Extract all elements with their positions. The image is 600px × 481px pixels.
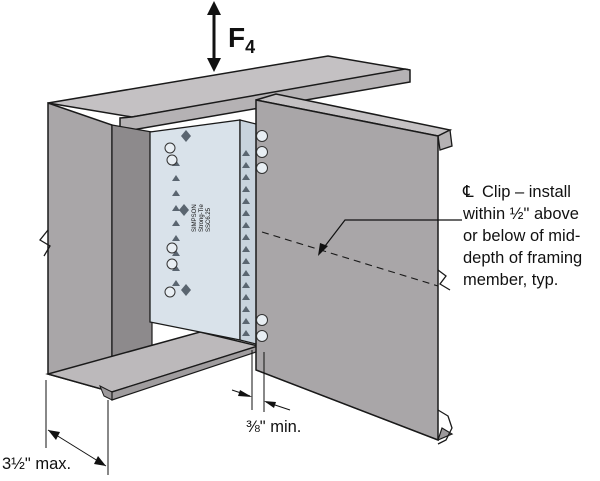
centerline-symbol: ℄: [462, 183, 474, 201]
right-stud: [255, 93, 454, 445]
clip-hole: [242, 210, 250, 216]
clip-stamp-line-1: SIMPSON: [192, 204, 198, 232]
clip-hole: [172, 190, 180, 196]
clip-hole: [242, 306, 250, 312]
clip-stamp: SIMPSON Strong-Tie SSC6.25: [192, 204, 212, 232]
clip-hole: [172, 205, 180, 211]
clip-hole: [172, 280, 180, 286]
clip-screw: [166, 258, 178, 270]
dimension-flange-label: 3½" max.: [2, 455, 71, 473]
callout-text: ℄ Clip – install within ½" above or belo…: [462, 183, 582, 289]
clip-screw: [166, 154, 178, 166]
clip-hole: [172, 265, 180, 271]
callout-leader: [318, 219, 462, 256]
clip-hole: [242, 222, 250, 228]
clip-angle: [149, 119, 273, 349]
force-label: F4: [228, 22, 255, 57]
clip-fastener-holes: [172, 130, 250, 336]
clip-hole: [242, 318, 250, 324]
clip-hole: [242, 330, 250, 336]
clip-hole: [172, 250, 180, 256]
arrow-up-icon: [207, 1, 221, 15]
clip-hole: [242, 282, 250, 288]
clip-screw: [166, 242, 178, 254]
callout-line-3: or below of mid-: [463, 227, 580, 245]
clip-slot: [181, 130, 191, 142]
clip-screw: [256, 314, 268, 326]
clip-hole: [242, 234, 250, 240]
dimension-offset-label: ⅜" min.: [246, 418, 301, 436]
clip-screw: [256, 162, 268, 174]
arrow-down-icon: [207, 58, 221, 72]
clip-screw: [256, 130, 268, 142]
clip-hole: [242, 162, 250, 168]
clip-hole: [172, 175, 180, 181]
clip-screw: [256, 146, 268, 158]
clip-hole: [242, 294, 250, 300]
left-stud: [39, 101, 264, 401]
clip-hole: [242, 198, 250, 204]
clip-hole: [242, 174, 250, 180]
clip-hole: [242, 150, 250, 156]
clip-stamp-line-3: SSC6.25: [206, 207, 212, 232]
clip-screws: [164, 130, 268, 342]
callout-line-5: member, typ.: [463, 271, 558, 289]
force-subscript: 4: [245, 37, 255, 57]
clip-screw: [164, 286, 176, 298]
clip-stamp-line-2: Strong-Tie: [199, 204, 205, 232]
clip-hole: [242, 270, 250, 276]
clip-hole: [172, 220, 180, 226]
clip-hole: [242, 186, 250, 192]
clip-screw: [256, 330, 268, 342]
clip-hole: [242, 246, 250, 252]
dimension-flange: 3½" max.: [2, 380, 109, 475]
clip-hole: [172, 235, 180, 241]
clip-slot: [181, 284, 191, 296]
dimension-offset: ⅜" min.: [231, 350, 301, 436]
callout-line-2: within ½" above: [462, 205, 579, 223]
callout-line-1: Clip – install: [482, 183, 571, 201]
clip-slot: [179, 204, 189, 216]
force-arrow: [207, 1, 221, 72]
clip-screw: [164, 142, 176, 154]
clip-hole: [242, 258, 250, 264]
callout-line-4: depth of framing: [463, 249, 582, 267]
